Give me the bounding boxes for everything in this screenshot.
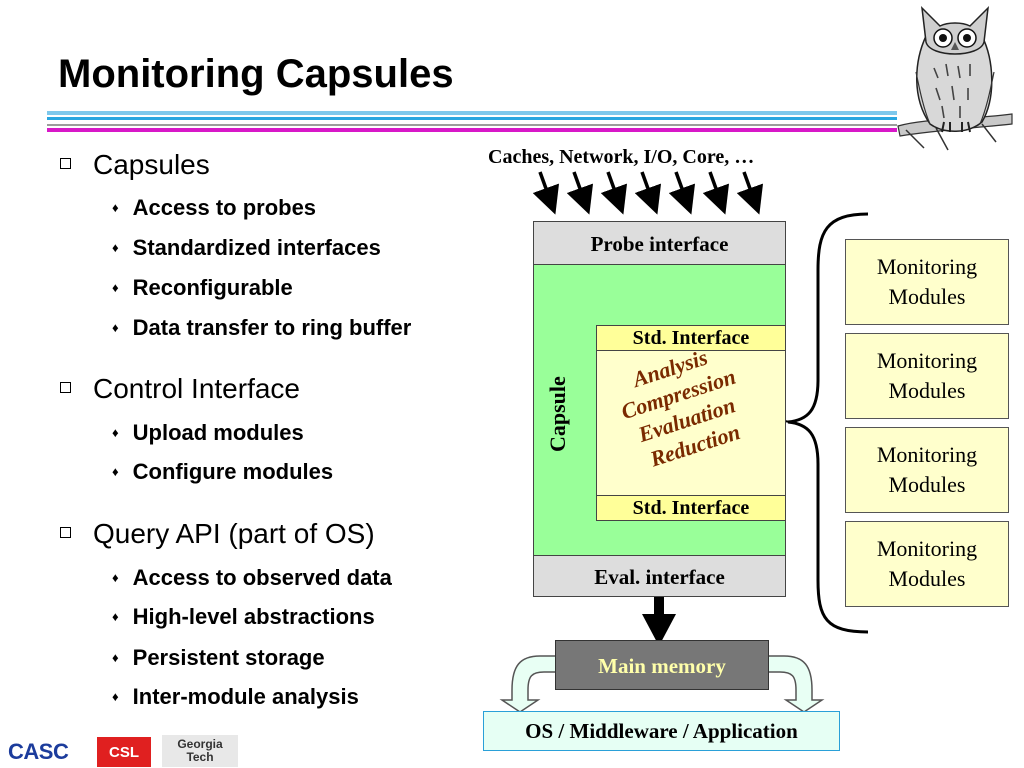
- square-bullet-icon: [60, 158, 71, 170]
- sub-bullet: ♦Inter-module analysis: [112, 684, 359, 709]
- eval-interface-box: Eval. interface: [533, 555, 786, 597]
- left-curved-arrow: [499, 655, 557, 713]
- page-title: Monitoring Capsules: [58, 52, 454, 96]
- input-arrows: [532, 171, 764, 215]
- inputs-label: Caches, Network, I/O, Core, …: [488, 146, 755, 168]
- diamond-bullet-icon: ♦: [112, 688, 119, 704]
- title-rule-gray: [47, 124, 897, 126]
- diamond-bullet-icon: ♦: [112, 569, 119, 585]
- capsule-label: Capsule: [545, 376, 570, 452]
- title-rule-blue: [47, 117, 897, 120]
- probe-interface-box: Probe interface: [533, 221, 786, 265]
- sub-bullet: ♦Configure modules: [112, 459, 334, 484]
- sub-bullet: ♦High-level abstractions: [112, 604, 375, 629]
- sub-bullet: ♦Data transfer to ring buffer: [112, 315, 412, 340]
- down-arrow-icon: [642, 614, 676, 646]
- diamond-bullet-icon: ♦: [112, 649, 119, 665]
- owl-icon: [897, 5, 1013, 151]
- main-memory-box: Main memory: [555, 640, 769, 690]
- diamond-bullet-icon: ♦: [112, 463, 119, 479]
- diamond-bullet-icon: ♦: [112, 239, 119, 255]
- diamond-bullet-icon: ♦: [112, 319, 119, 335]
- title-rule-light-blue: [47, 111, 897, 115]
- sub-bullet: ♦Standardized interfaces: [112, 235, 381, 260]
- square-bullet-icon: [60, 527, 71, 539]
- casc-logo: CASC: [8, 739, 69, 764]
- bullet-control-interface: Control Interface: [60, 373, 300, 405]
- bullet-capsules: Capsules: [60, 149, 210, 181]
- os-middleware-app-box: OS / Middleware / Application: [483, 711, 840, 751]
- diamond-bullet-icon: ♦: [112, 424, 119, 440]
- right-curved-arrow: [767, 655, 825, 713]
- square-bullet-icon: [60, 382, 71, 394]
- georgia-tech-logo: Georgia Tech: [162, 735, 238, 767]
- sub-bullet: ♦Persistent storage: [112, 645, 325, 670]
- sub-bullet: ♦Upload modules: [112, 420, 304, 445]
- diamond-bullet-icon: ♦: [112, 279, 119, 295]
- sub-bullet: ♦Access to observed data: [112, 565, 392, 590]
- std-interface-top: Std. Interface: [596, 325, 786, 351]
- title-rule-magenta: [47, 128, 897, 132]
- sub-bullet: ♦Access to probes: [112, 195, 317, 220]
- diamond-bullet-icon: ♦: [112, 199, 119, 215]
- sub-bullet: ♦Reconfigurable: [112, 275, 293, 300]
- diamond-bullet-icon: ♦: [112, 608, 119, 624]
- bullet-query-api: Query API (part of OS): [60, 518, 375, 550]
- csl-logo: CSL: [97, 737, 151, 767]
- std-interface-bottom: Std. Interface: [596, 495, 786, 521]
